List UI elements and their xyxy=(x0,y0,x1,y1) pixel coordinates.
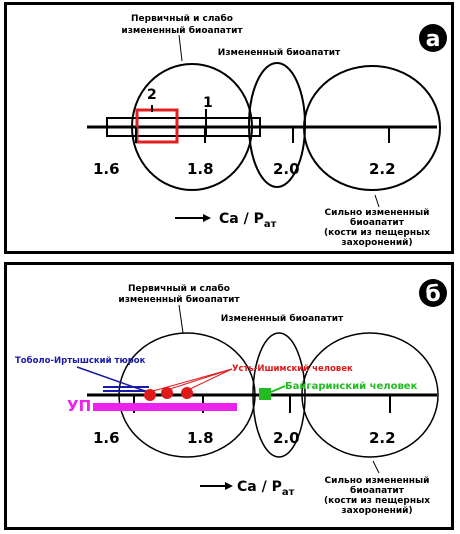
tick-label: 1.8 xyxy=(187,160,214,178)
box-label-1: 1 xyxy=(203,95,213,111)
tobol-pointer xyxy=(76,366,146,392)
label-strong-line1: Сильно измененный xyxy=(325,476,430,486)
label-strong-line4: захоронений) xyxy=(341,238,412,248)
badge-b-circle xyxy=(419,279,447,307)
label-pointer xyxy=(178,34,183,62)
box-1 xyxy=(106,117,261,137)
tick-label: 1.6 xyxy=(93,160,120,178)
tick-label: 2.2 xyxy=(369,160,396,178)
ust-ishim-pointers xyxy=(152,368,233,392)
label-pointer xyxy=(374,194,380,208)
badge-b: б xyxy=(425,282,440,307)
label-primary-line2: измененный биоапатит xyxy=(121,25,243,36)
up-bar xyxy=(93,403,237,411)
axis-arrow-head xyxy=(203,214,211,222)
label-pointer xyxy=(372,460,380,474)
label-strong-line4: захоронений) xyxy=(341,506,412,516)
baigara-pointer xyxy=(270,385,286,393)
label-strong-line2: биоапатит xyxy=(350,485,405,496)
ust-ishim-marker xyxy=(161,387,173,399)
label-strong-line2: биоапатит xyxy=(350,217,405,228)
ust-ishim-marker xyxy=(181,387,193,399)
label-baigara: Байгаринский человек xyxy=(285,381,418,392)
baigara-marker xyxy=(259,388,271,400)
ust-ishim-marker xyxy=(144,389,156,401)
tick-label: 1.6 xyxy=(93,429,120,447)
tick-label: 2.0 xyxy=(273,429,300,447)
tick-label: 2.0 xyxy=(273,160,300,178)
tick-label: 1.8 xyxy=(187,429,214,447)
label-primary-line2: измененный биоапатит xyxy=(118,294,240,305)
label-strong-line3: (кости из пещерных xyxy=(324,228,430,238)
panel-a: 2 1 1.6 1.8 2.0 2.2 Первичный и слабо из… xyxy=(4,2,454,254)
label-primary-line1: Первичный и слабо xyxy=(131,13,233,24)
axis-label: Ca / Pат xyxy=(237,479,295,498)
panel-b: 1.6 1.8 2.0 2.2 УП Тоболо-Иртышский тюро… xyxy=(4,262,454,530)
label-strong-line3: (кости из пещерных xyxy=(324,496,430,506)
badge-a-circle xyxy=(419,24,447,52)
tick-label: 2.2 xyxy=(369,429,396,447)
axis-arrow-head xyxy=(225,482,233,490)
label-primary-line1: Первичный и слабо xyxy=(128,283,230,294)
label-up: УП xyxy=(67,397,91,415)
box-2 xyxy=(135,108,179,144)
diagram-b: 1.6 1.8 2.0 2.2 УП Тоболо-Иртышский тюро… xyxy=(15,279,447,516)
label-changed: Измененный биоапатит xyxy=(221,313,344,324)
ust-ishim-markers xyxy=(144,387,193,401)
label-changed: Измененный биоапатит xyxy=(218,47,341,58)
box-label-2: 2 xyxy=(147,87,157,103)
label-tobol: Тоболо-Иртышский тюрок xyxy=(15,355,146,366)
axis-label: Ca / Pат xyxy=(219,211,277,230)
label-strong-line1: Сильно измененный xyxy=(325,208,430,218)
diagram-a: 2 1 1.6 1.8 2.0 2.2 Первичный и слабо из… xyxy=(87,13,447,248)
badge-a: a xyxy=(426,27,441,52)
label-pointer xyxy=(178,304,184,334)
label-ust-ishim: Усть-Ишимский человек xyxy=(232,364,353,374)
